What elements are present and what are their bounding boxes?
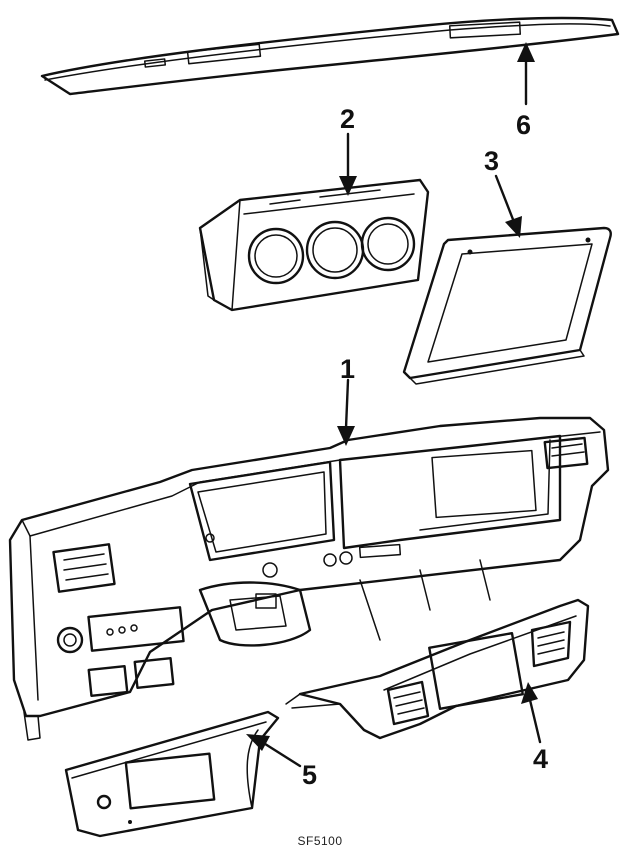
- callout-3: 3: [484, 146, 499, 176]
- lower-trim-part: [285, 598, 590, 740]
- instrument-panel-part: [8, 416, 610, 741]
- cluster-housing-part: [198, 178, 430, 312]
- callout-2: 2: [340, 104, 355, 134]
- cluster-bezel-part: [402, 226, 612, 385]
- pad-cover-part: [40, 16, 620, 96]
- callout-4: 4: [533, 744, 548, 774]
- callout-arrows: [246, 42, 542, 768]
- diagram-code: SF5100: [297, 834, 343, 848]
- callout-5: 5: [302, 760, 317, 790]
- callout-6: 6: [516, 110, 531, 140]
- callout-1: 1: [340, 354, 355, 384]
- glove-door-part: [64, 710, 280, 838]
